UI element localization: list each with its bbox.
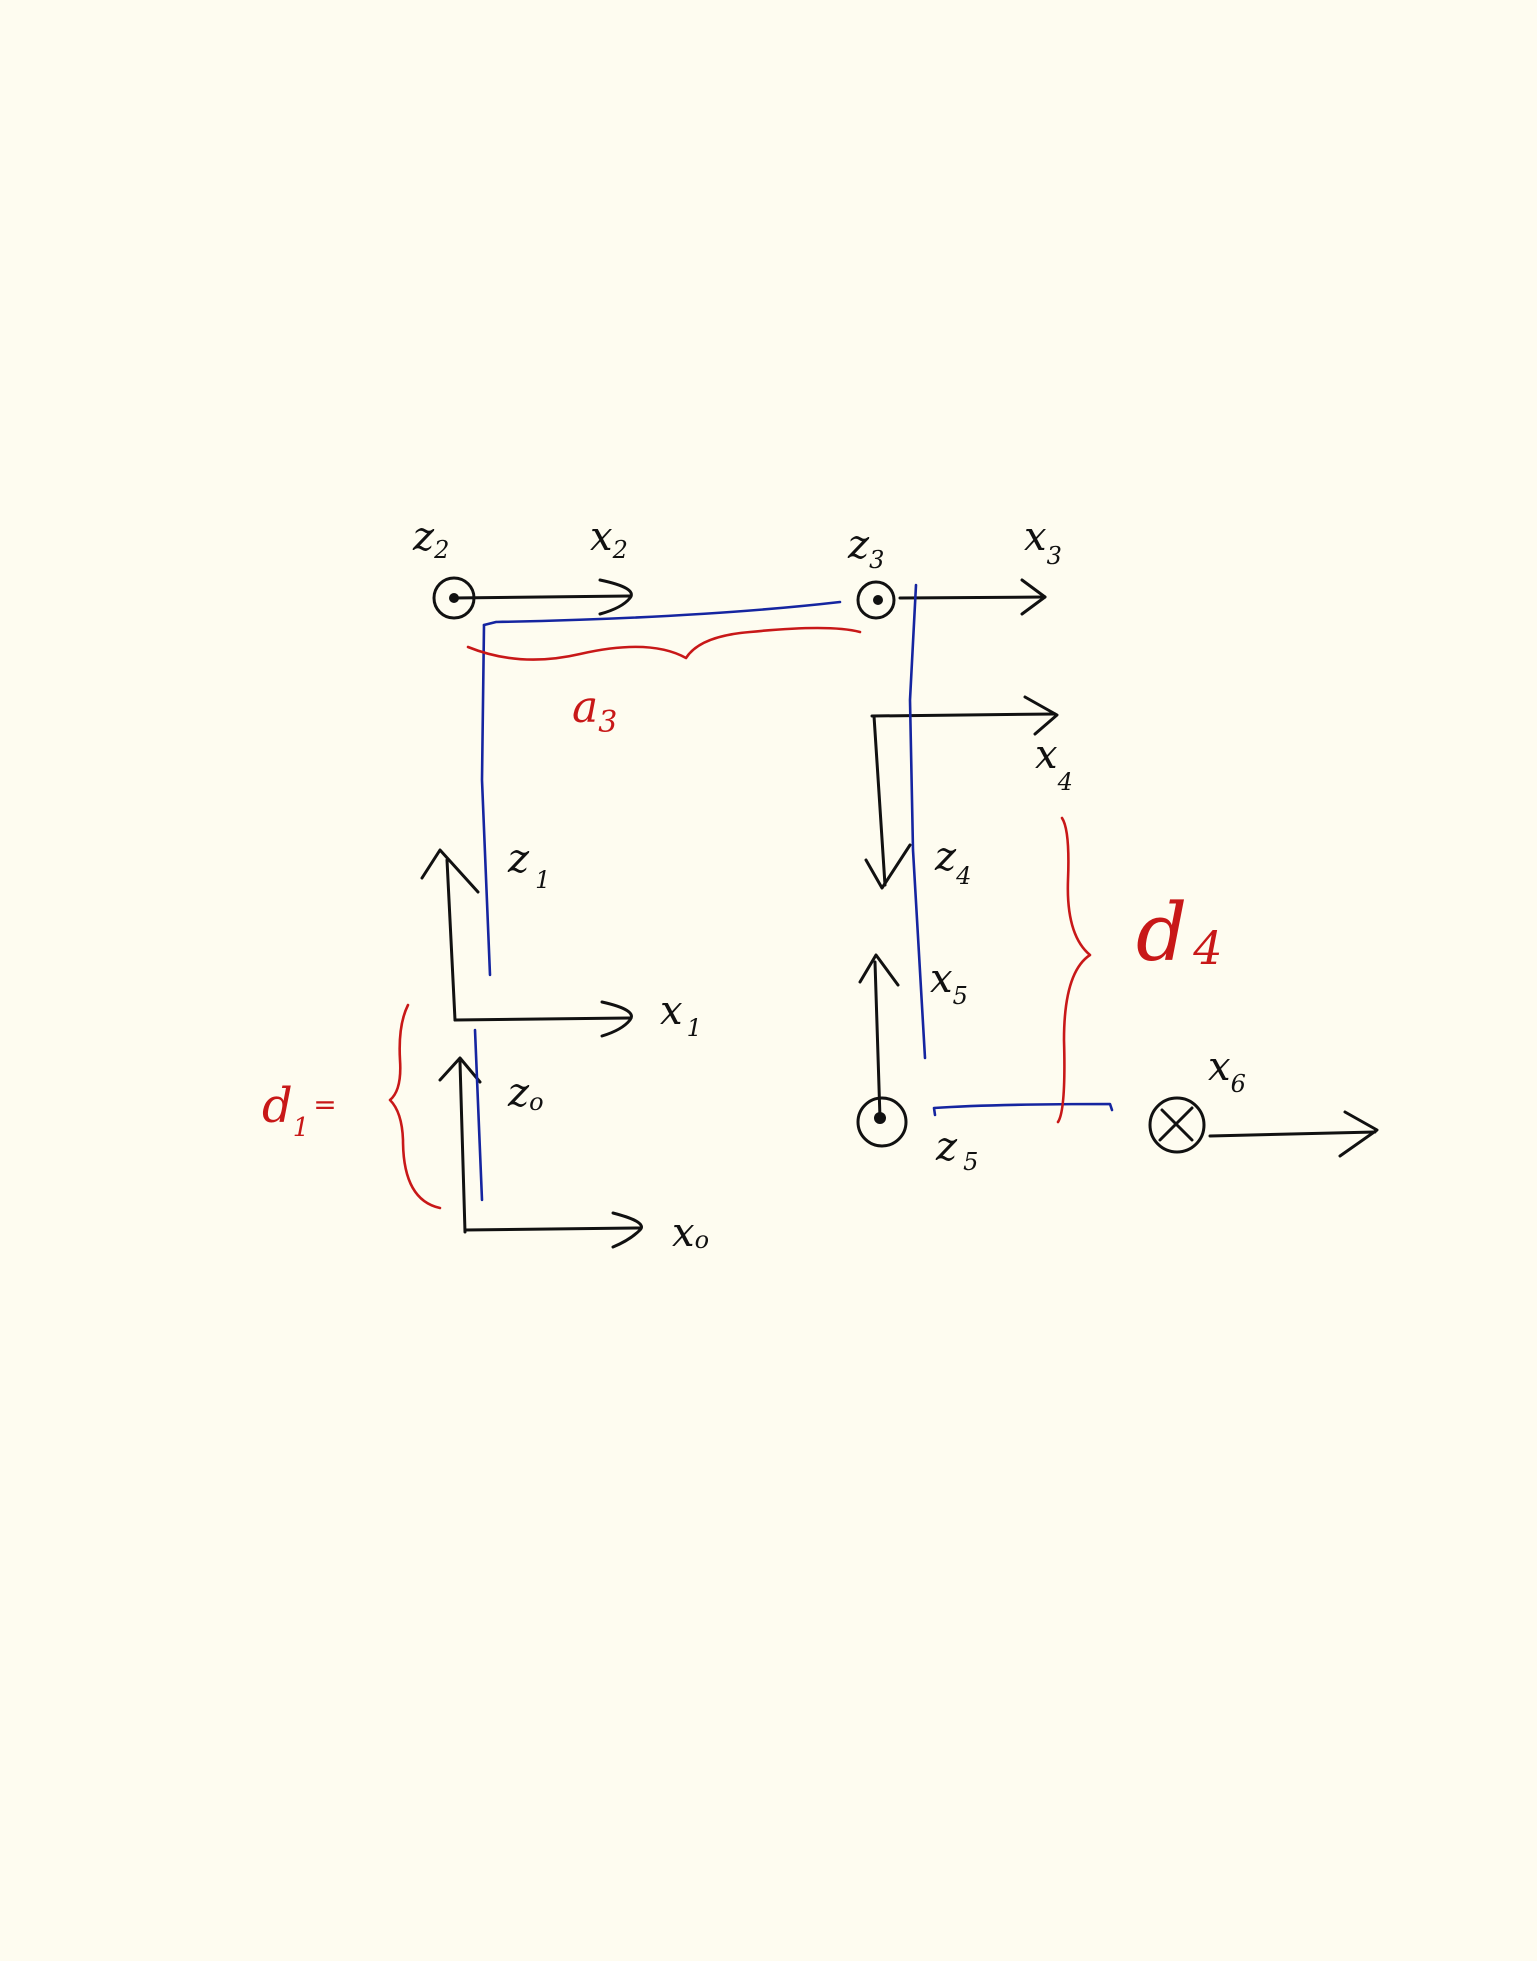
label-d1: d1= — [262, 1078, 337, 1143]
frame-0 — [438, 1056, 643, 1249]
x3-arrowhead — [1020, 578, 1047, 616]
z0-axis — [458, 1060, 467, 1234]
z6-into-page-circle — [1148, 1096, 1206, 1154]
label-a3: a3 — [572, 682, 617, 740]
label-x4: x4 — [1035, 732, 1073, 796]
label-x0: xo — [672, 1210, 709, 1256]
links — [473, 583, 1114, 1202]
x6-axis — [1208, 1130, 1377, 1138]
x2-arrowhead — [598, 578, 633, 616]
label-z3: z3 — [847, 522, 884, 574]
a3-brace — [466, 626, 862, 661]
x4-arrowhead — [1023, 695, 1059, 736]
x6-arrowhead — [1338, 1110, 1379, 1158]
link-3 — [908, 583, 927, 1060]
label-x5: x5 — [930, 956, 968, 1010]
dimension-braces — [388, 626, 1092, 1210]
link-4 — [932, 1102, 1114, 1117]
label-x3: x3 — [1024, 514, 1062, 570]
x2-axis — [452, 594, 632, 600]
z3-out-of-page-circle — [856, 580, 896, 620]
label-x2: x2 — [590, 514, 628, 564]
link-1 — [480, 623, 492, 977]
x1-axis — [453, 1016, 632, 1022]
z1-axis — [445, 858, 457, 1022]
frame-2 — [432, 576, 633, 620]
x0-axis — [463, 1226, 642, 1232]
label-z4: z4 — [934, 834, 971, 890]
x5-axis — [873, 960, 882, 1120]
x5-arrowhead — [858, 953, 900, 987]
x3-axis — [898, 595, 1047, 600]
label-z2: z2 — [412, 514, 449, 564]
frame-4 — [864, 695, 1059, 890]
x0-arrowhead — [611, 1211, 643, 1249]
z3-out-of-page-dot — [873, 595, 883, 605]
d4-brace — [1056, 816, 1092, 1124]
z6-into-page-cross — [1158, 1106, 1194, 1142]
frame-3 — [856, 578, 1047, 620]
frame-5 — [856, 953, 908, 1148]
z1-arrowhead — [420, 848, 480, 894]
frame-6 — [1148, 1096, 1379, 1158]
z4-arrowhead — [864, 843, 912, 890]
d1-brace — [388, 1003, 442, 1210]
x4-axis — [870, 712, 1057, 718]
label-z0: zo — [507, 1070, 544, 1116]
frame-1 — [420, 848, 633, 1038]
x1-arrowhead — [600, 1000, 633, 1038]
z5-out-of-page-circle — [856, 1096, 908, 1148]
label-x6: x6 — [1208, 1044, 1246, 1098]
z0-arrowhead — [438, 1056, 482, 1084]
link-base — [473, 1028, 484, 1202]
z4-axis — [872, 714, 887, 887]
link-2 — [482, 600, 842, 627]
